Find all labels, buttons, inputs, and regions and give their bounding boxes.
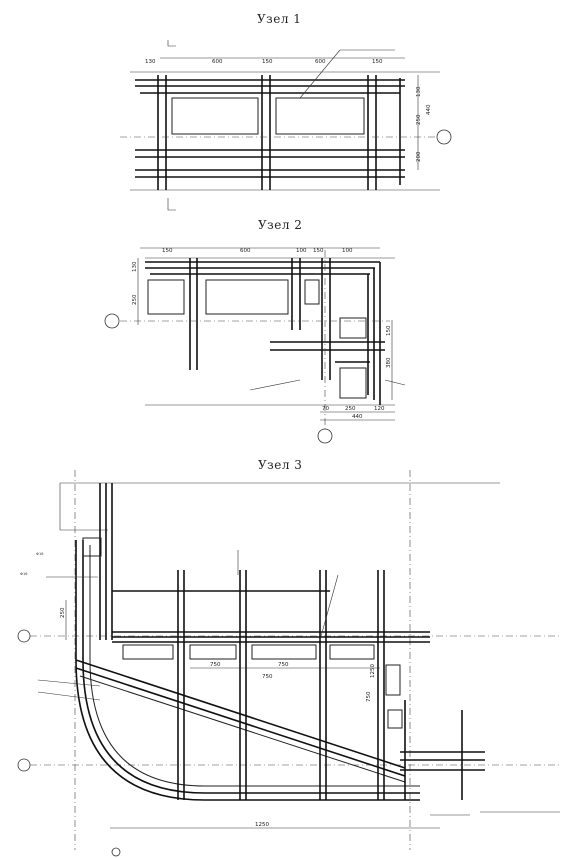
node2-dim-top: 100 [342, 248, 353, 254]
node2-dim-left: 130 [132, 261, 138, 272]
node3-note-mark: Ф16 [20, 572, 27, 576]
node-1-title: Узел 1 [257, 12, 302, 26]
node-2-drawing: 150 600 100 150 100 130 250 150 380 70 2… [104, 247, 406, 444]
node2-dim-top: 100 [296, 248, 307, 254]
node2-dim-top: 150 [313, 248, 324, 254]
node2-dim-bottom: 440 [352, 414, 363, 420]
node2-dim-right: 380 [386, 357, 392, 368]
node2-dim-top: 150 [162, 248, 173, 254]
node1-dim-top: 600 [315, 59, 326, 65]
node2-dim-right: 150 [386, 325, 392, 336]
node3-dim-mid: 750 [262, 674, 273, 680]
node1-dim-right: 250 [416, 114, 422, 125]
node-3-title: Узел 3 [258, 458, 303, 472]
node2-dim-bottom: 70 [322, 406, 329, 412]
node3-dim-right: 1250 [370, 664, 376, 678]
node1-dim-right: 130 [416, 86, 422, 97]
node3-note-mark: Ф16 [36, 552, 43, 556]
node3-dim-left: 250 [60, 607, 66, 618]
node3-dim-mid: 750 [278, 662, 289, 668]
node1-dim-top: 600 [212, 59, 223, 65]
node2-dim-left: 250 [132, 294, 138, 305]
node2-dim-top: 600 [240, 248, 251, 254]
node3-dim-mid: 750 [210, 662, 221, 668]
node1-dim-top: 150 [262, 59, 273, 65]
node3-dim-bottom: 1250 [255, 822, 269, 828]
node1-dim-top: 150 [372, 59, 383, 65]
node1-dim-right: 200 [416, 151, 422, 162]
node-1-drawing: 130 600 150 600 150 130 250 440 200 [120, 40, 452, 211]
node1-dim-top: 130 [145, 59, 156, 65]
node2-dim-bottom: 120 [374, 406, 385, 412]
node-3-drawing: 750 750 750 250 1250 750 1250 Ф16 Ф16 [17, 470, 560, 857]
node2-dim-bottom: 250 [345, 406, 356, 412]
node3-dim-right: 750 [366, 691, 372, 702]
node-2-title: Узел 2 [258, 218, 303, 232]
node1-dim-right: 440 [426, 104, 432, 115]
